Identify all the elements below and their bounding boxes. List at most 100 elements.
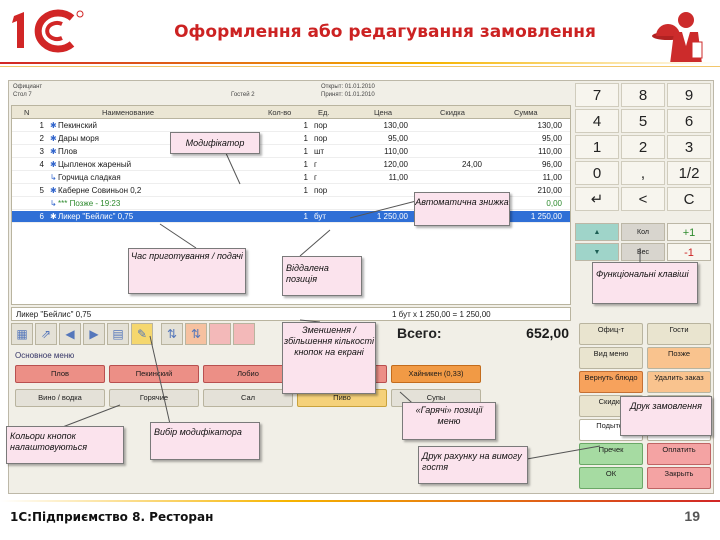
- row-marker-icon: ✱: [50, 160, 57, 169]
- keypad-key[interactable]: 4: [575, 109, 619, 133]
- row-marker-icon: ✱: [50, 134, 57, 143]
- function-key[interactable]: Удалить заказ: [647, 371, 711, 393]
- row-sum: 130,00: [537, 121, 562, 130]
- move-icon[interactable]: ⇗: [35, 323, 57, 345]
- info-table: Стол 7: [13, 92, 32, 98]
- keypad-key[interactable]: <: [621, 187, 665, 211]
- row-qty: 1: [303, 173, 308, 182]
- keypad-key[interactable]: 6: [667, 109, 711, 133]
- minus-one-button[interactable]: -1: [667, 243, 711, 261]
- col-name: Наименование: [102, 108, 154, 117]
- keypad-key[interactable]: 5: [621, 109, 665, 133]
- keypad-key[interactable]: 2: [621, 135, 665, 159]
- row-price: 95,00: [387, 134, 408, 143]
- function-key[interactable]: Оплатить: [647, 443, 711, 465]
- function-key[interactable]: Позже: [647, 347, 711, 369]
- function-key[interactable]: Гости: [647, 323, 711, 345]
- callout-auto-discount: Автоматична знижка: [414, 192, 510, 226]
- menu-button[interactable]: Хайникен (0,33): [391, 365, 481, 383]
- menu-button[interactable]: Вино / водка: [15, 389, 105, 407]
- blank-tool-2[interactable]: [233, 323, 255, 345]
- keypad-key[interactable]: 1/2: [667, 161, 711, 185]
- blank-tool[interactable]: [209, 323, 231, 345]
- row-qty: 1: [303, 160, 308, 169]
- keypad-key[interactable]: ,: [621, 161, 665, 185]
- callout-print-bill: Друк рахунку на вимогу гостя: [418, 446, 528, 484]
- function-key[interactable]: ОК: [579, 467, 643, 489]
- modifier-icon[interactable]: ✎: [131, 323, 153, 345]
- selected-item-bar: Ликер "Бейлис" 0,75 1 бут x 1 250,00 = 1…: [11, 307, 571, 321]
- info-waiter: Официант: [13, 84, 43, 90]
- keypad-key[interactable]: C: [667, 187, 711, 211]
- function-key[interactable]: Пречек: [579, 443, 643, 465]
- grid-size-increase-icon[interactable]: ⇅: [185, 323, 207, 345]
- menu-button[interactable]: Лобио: [203, 365, 293, 383]
- row-price: 130,00: [383, 121, 408, 130]
- keypad-key[interactable]: 3: [667, 135, 711, 159]
- header-divider-thin: [0, 66, 720, 67]
- function-key[interactable]: Закрыть: [647, 467, 711, 489]
- menu-button[interactable]: Пекинский: [109, 365, 199, 383]
- selected-item-formula: 1 бут x 1 250,00 = 1 250,00: [392, 310, 491, 319]
- row-price: 1 250,00: [376, 212, 408, 221]
- row-unit: г: [314, 173, 317, 182]
- row-sum: 95,00: [541, 134, 562, 143]
- keypad-key[interactable]: 8: [621, 83, 665, 107]
- menu-button[interactable]: Горячие: [109, 389, 199, 407]
- row-number: 1: [39, 121, 44, 130]
- qty-arrow-up-icon[interactable]: ▲: [575, 223, 619, 241]
- col-sum: Сумма: [514, 108, 538, 117]
- row-marker-icon: ✱: [50, 212, 57, 221]
- row-qty: 1: [303, 121, 308, 130]
- arrow-left-icon[interactable]: ◀: [59, 323, 81, 345]
- plus-one-button[interactable]: +1: [667, 223, 711, 241]
- keypad-key[interactable]: 9: [667, 83, 711, 107]
- split-icon[interactable]: ▦: [11, 323, 33, 345]
- row-discount: 24,00: [461, 160, 482, 169]
- keypad-key[interactable]: 0: [575, 161, 619, 185]
- menu-button[interactable]: Сал: [203, 389, 293, 407]
- row-unit: г: [314, 160, 317, 169]
- row-unit: пор: [314, 121, 328, 130]
- total-label: Всего:: [397, 325, 442, 341]
- function-key[interactable]: Вид меню: [579, 347, 643, 369]
- function-key[interactable]: Вернуть блюдо: [579, 371, 643, 393]
- row-price: 11,00: [388, 173, 408, 182]
- row-sum: 96,00: [541, 160, 562, 169]
- row-name: Горчица сладкая: [58, 173, 121, 182]
- row-sum: 1 250,00: [530, 212, 562, 221]
- keypad-key[interactable]: 7: [575, 83, 619, 107]
- function-key[interactable]: Офиц-т: [579, 323, 643, 345]
- row-marker-icon: ✱: [50, 147, 57, 156]
- row-number: 3: [39, 147, 44, 156]
- qty-label[interactable]: Кол: [621, 223, 665, 241]
- 1c-logo-graphic: [12, 9, 84, 53]
- keypad-key[interactable]: 1: [575, 135, 619, 159]
- row-sum: 210,00: [537, 186, 562, 195]
- row-number: 4: [39, 160, 44, 169]
- grid-size-decrease-icon[interactable]: ⇅: [161, 323, 183, 345]
- folder-icon[interactable]: ▤: [107, 323, 129, 345]
- row-price: 120,00: [383, 160, 408, 169]
- page-number: 19: [684, 508, 700, 524]
- weight-label[interactable]: Вес: [621, 243, 665, 261]
- arrow-right-icon[interactable]: ▶: [83, 323, 105, 345]
- waiter-icon: [652, 6, 712, 66]
- row-marker-icon: ↳: [50, 199, 57, 208]
- keypad-key[interactable]: ↵: [575, 187, 619, 211]
- qty-arrow-down-icon[interactable]: ▼: [575, 243, 619, 261]
- menu-button[interactable]: Плов: [15, 365, 105, 383]
- selected-item-name: Ликер "Бейлис" 0,75: [16, 310, 92, 319]
- slide-title: Оформлення або редагування замовлення: [174, 22, 596, 42]
- row-name: Пекинский: [58, 121, 98, 130]
- row-sum: 0,00: [546, 199, 562, 208]
- row-unit: шт: [314, 147, 325, 156]
